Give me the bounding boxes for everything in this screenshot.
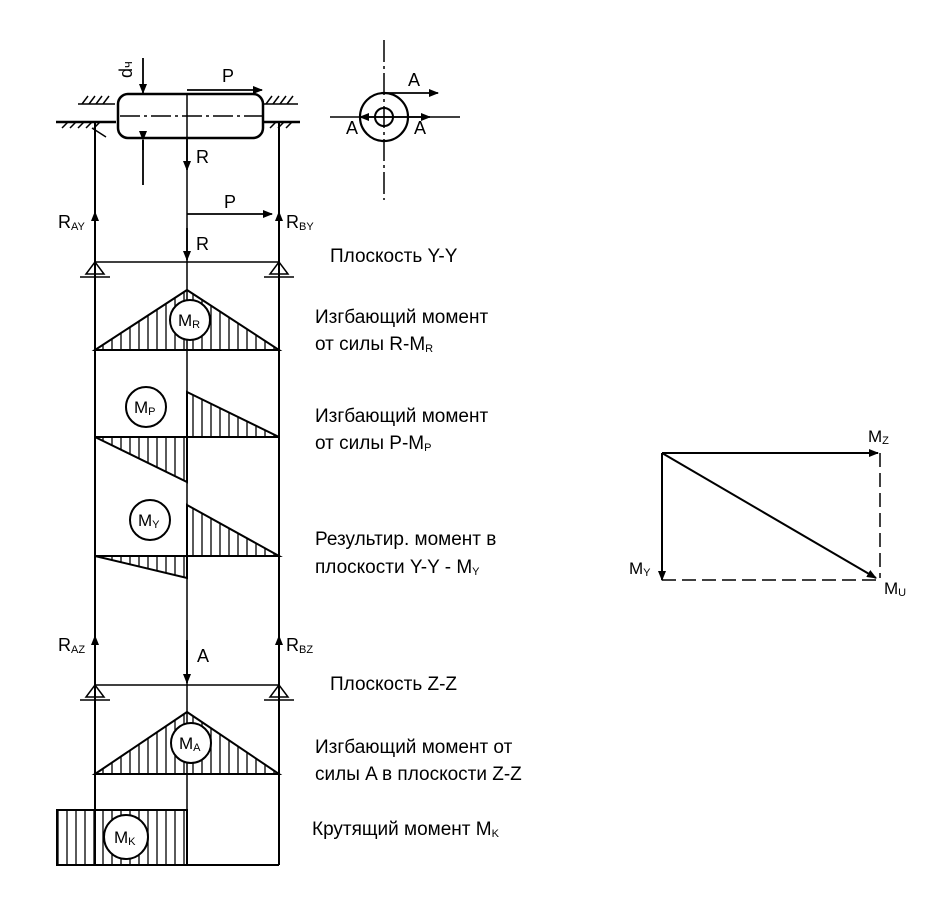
my-symbol: MY [138,511,160,531]
r-by-label: RBY [286,212,314,233]
caption-my-1: Результир. момент в [315,529,496,550]
support-b-zz [268,683,290,698]
shaft-body [116,92,265,140]
caption-mp-1: Изгбающий момент [315,406,488,427]
mk-circle [103,814,149,860]
r-bz-label: RBZ [286,635,313,656]
my-vector-label: MY [629,559,651,579]
plane-yy-scheme: RAY RBY P R [58,192,314,278]
left-wall-hatch [56,95,116,138]
mk-symbol: MK [114,828,136,848]
r-ay-label: RAY [58,212,86,233]
my-circle [129,499,171,541]
ma-circle [170,722,212,764]
mu-label: MU [884,579,906,599]
right-wall-hatch [262,95,300,129]
mk-diagram: MK [56,809,279,866]
p-label-yy: P [224,192,236,212]
mp-diagram: MP [94,386,280,484]
mz-label: MZ [868,427,889,447]
a-label-right: A [414,118,426,138]
a-label-left: A [346,118,358,138]
shaft-schematic: d ч P R [56,58,300,185]
support-a-yy [84,260,106,275]
r-label-yy: R [196,234,209,254]
p-label-top: P [222,66,234,86]
caption-ma-1: Изгбающий момент от [315,737,513,758]
mr-diagram: MR [91,288,283,351]
caption-mk: Крутящий момент MK [312,819,500,840]
d-sub-label: ч [120,61,135,68]
caption-my-2: плоскости Y-Y - MY [315,557,480,578]
caption-mr-1: Изгбающий момент [315,307,488,328]
r-label-top: R [196,147,209,167]
mp-symbol: MP [134,398,156,418]
mp-circle [125,386,167,428]
ma-symbol: MA [179,734,201,754]
caption-plane-zz: Плоскость Z-Z [330,674,457,695]
caption-plane-yy: Плоскость Y-Y [330,246,458,267]
my-diagram: MY [94,499,283,580]
caption-mp-2: от силы P-MP [315,433,431,454]
mr-circle [169,299,211,341]
plane-zz-scheme: RAZ RBZ A [58,635,313,701]
d-label: d [116,68,136,78]
a-label-zz: A [197,646,209,666]
caption-mr-2: от силы R-MR [315,334,433,355]
support-b-yy [268,260,290,275]
captions: Плоскость Y-Y Изгбающий момент от силы R… [312,246,522,840]
caption-ma-2: силы A в плоскости Z-Z [315,764,522,785]
vector-diagram: MZ MY MU [629,427,906,599]
side-view: A A A [330,40,460,200]
mu-vector [661,452,877,579]
r-az-label: RAZ [58,635,85,656]
a-label-upper: A [408,70,420,90]
mr-symbol: MR [178,311,200,331]
ma-diagram: MA [91,710,283,775]
support-a-zz [84,683,106,698]
